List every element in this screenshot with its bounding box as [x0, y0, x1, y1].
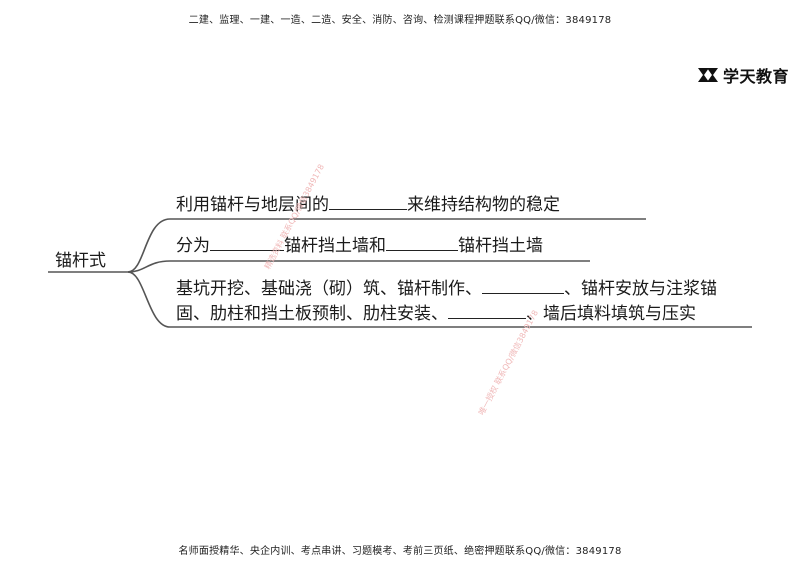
logo-text: 学天教育 [723, 67, 790, 86]
branch-curve-1 [127, 218, 646, 273]
branch-text: 锚杆挡土墙 [458, 236, 543, 256]
logo-mark-icon [698, 68, 718, 82]
branch-definition: 利用锚杆与地层间的 来维持结构物的稳定 [176, 193, 560, 218]
header-note: 二建、监理、一建、一造、二造、安全、消防、咨询、检测课程押题联系QQ/微信：38… [188, 15, 612, 26]
footer-note: 名师面授精华、央企内训、考点串讲、习题模考、考前三页纸、绝密押题联系QQ/微信：… [178, 546, 622, 557]
branch-curve-3 [127, 271, 752, 328]
fill-blank [386, 234, 458, 251]
branch-line: 固、肋柱和挡土板预制、肋柱安装、 、墙后填料填筑与压实 [176, 302, 717, 327]
branch-process: 基坑开挖、基础浇（砌）筑、锚杆制作、 、锚杆安放与注浆锚 固、肋柱和挡土板预制、肋… [176, 277, 717, 327]
branch-curve-2 [127, 260, 590, 273]
branch-text: 锚杆挡土墙和 [284, 236, 386, 256]
branch-text: 来维持结构物的稳定 [407, 195, 560, 215]
branch-text: 固、肋柱和挡土板预制、肋柱安装、 [176, 304, 448, 324]
branch-text: 基坑开挖、基础浇（砌）筑、锚杆制作、 [176, 279, 482, 299]
mindmap-root: 锚杆式 [55, 251, 106, 271]
branch-text: 、墙后填料填筑与压实 [526, 304, 696, 324]
brand-logo: 学天教育 [696, 63, 789, 87]
branch-text: 利用锚杆与地层间的 [176, 195, 329, 215]
branch-line: 基坑开挖、基础浇（砌）筑、锚杆制作、 、锚杆安放与注浆锚 [176, 277, 717, 302]
fill-blank [329, 193, 407, 210]
branch-types: 分为 锚杆挡土墙和 锚杆挡土墙 [176, 234, 543, 259]
branch-text: 分为 [176, 236, 210, 256]
fill-blank [210, 234, 284, 251]
fill-blank [482, 277, 564, 294]
fill-blank [448, 302, 526, 319]
branch-text: 、锚杆安放与注浆锚 [564, 279, 717, 299]
